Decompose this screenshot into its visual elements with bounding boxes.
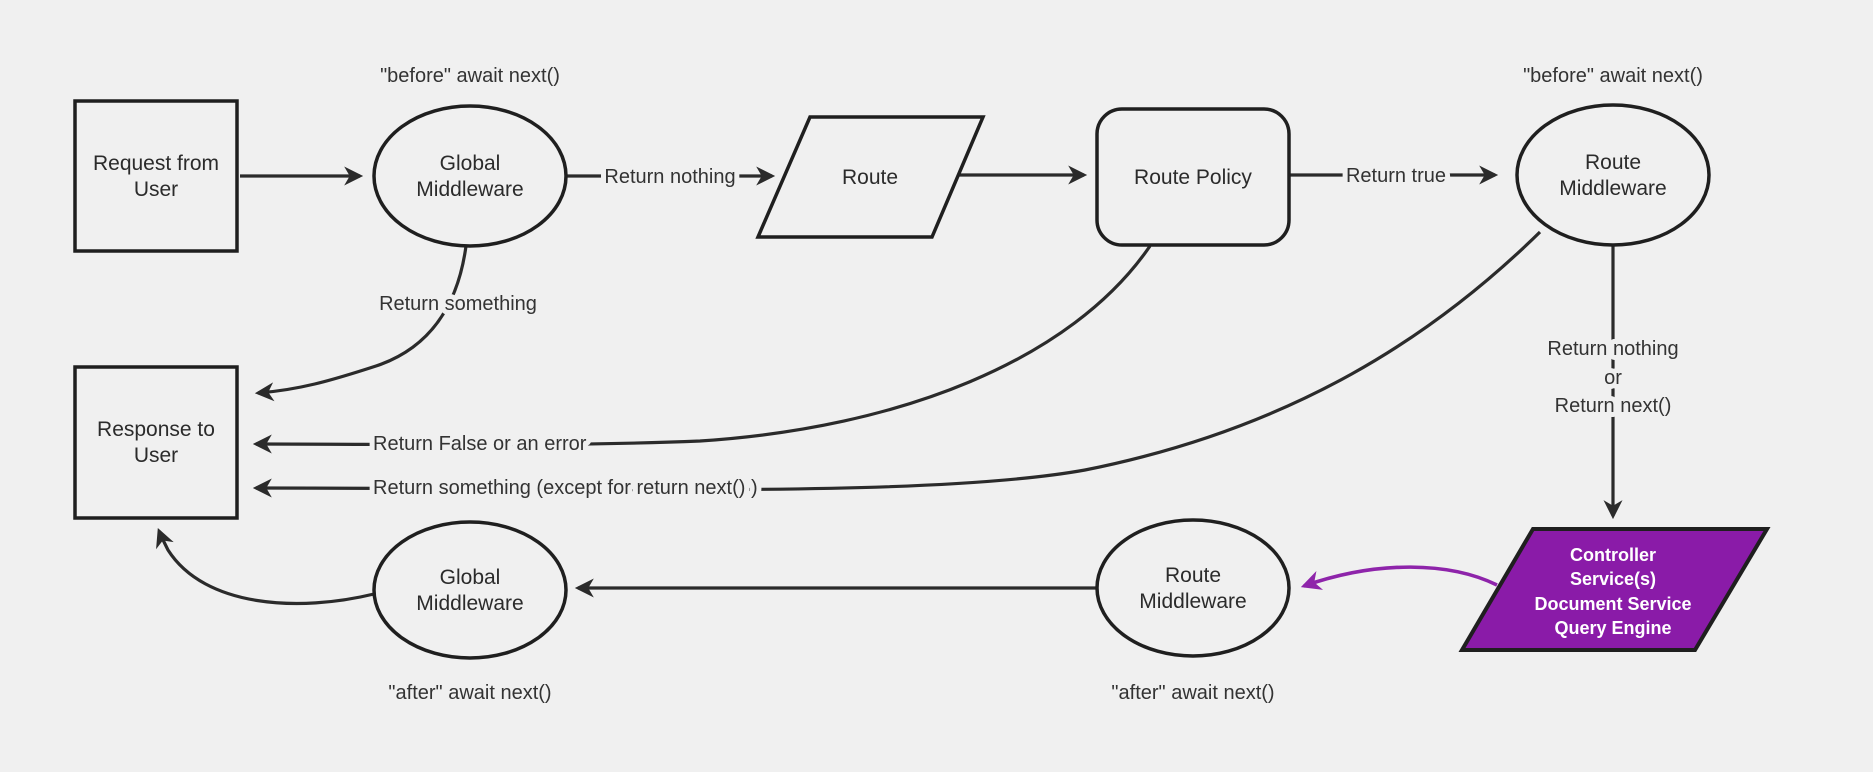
response-box [73, 365, 239, 520]
node-global-middleware-bottom: Global Middleware [372, 520, 568, 660]
node-route-middleware-top: Route Middleware [1515, 103, 1711, 247]
route-middleware-top-line2: Middleware [1559, 177, 1666, 200]
route-parallelogram [755, 115, 986, 239]
request-label-line1: Request from [93, 152, 219, 175]
response-label-line2: User [134, 444, 178, 467]
return-nothing-or-next-line1: Return nothing [1547, 338, 1678, 360]
after-await-next-right-label: "after" await next() [1111, 682, 1274, 704]
global-middleware-top-ellipse [372, 104, 568, 248]
route-policy-box [1095, 107, 1291, 247]
services-parallelogram [1458, 527, 1771, 652]
route-middleware-bottom-line2: Middleware [1139, 590, 1246, 613]
edge-global-mw-return-something [254, 245, 468, 402]
before-await-next-right-label: "before" await next() [1523, 65, 1703, 87]
node-request-from-user: Request from User [73, 99, 239, 253]
edge-route-mw-return-something-except [252, 230, 1542, 498]
route-label: Route [842, 166, 898, 189]
node-route-middleware-bottom: Route Middleware [1095, 518, 1291, 658]
route-middleware-top-ellipse [1515, 103, 1711, 247]
global-middleware-bottom-line1: Global [440, 566, 501, 589]
return-false-or-error-label: Return False or an error [373, 433, 587, 455]
edge-route-policy-return-false [252, 245, 1152, 454]
services-line3: Document Service [1534, 594, 1691, 614]
services-line2: Service(s) [1570, 569, 1656, 589]
return-nothing-or-next-line3: Return next() [1555, 395, 1672, 417]
return-nothing-label: Return nothing [604, 166, 735, 188]
route-middleware-top-line1: Route [1585, 151, 1641, 174]
route-policy-label: Route Policy [1134, 166, 1252, 189]
return-true-label: Return true [1346, 165, 1446, 187]
return-nothing-or-next-line2: or [1604, 367, 1622, 389]
response-label-line1: Response to [97, 418, 215, 441]
global-middleware-top-line2: Middleware [416, 178, 523, 201]
request-box [73, 99, 239, 253]
services-line4: Query Engine [1554, 618, 1671, 638]
node-global-middleware-top: Global Middleware [372, 104, 568, 248]
request-label-line2: User [134, 178, 178, 201]
return-something-except-label: Return something (except for return next… [373, 477, 758, 499]
node-controller-services: Controller Service(s) Document Service Q… [1458, 527, 1771, 652]
edge-global-mw-bottom-to-response [156, 528, 375, 606]
node-route-policy: Route Policy [1095, 107, 1291, 247]
route-middleware-bottom-line1: Route [1165, 564, 1221, 587]
global-middleware-bottom-line2: Middleware [416, 592, 523, 615]
return-something-label: Return something [379, 293, 537, 315]
node-response-to-user: Response to User [73, 365, 239, 520]
global-middleware-bottom-ellipse [372, 520, 568, 660]
node-route: Route [755, 115, 986, 239]
route-middleware-bottom-ellipse [1095, 518, 1291, 658]
before-await-next-left-label: "before" await next() [380, 65, 560, 87]
after-await-next-left-label: "after" await next() [388, 682, 551, 704]
services-line1: Controller [1570, 545, 1656, 565]
edge-services-to-route-mw-bottom [1300, 565, 1498, 590]
global-middleware-top-line1: Global [440, 152, 501, 175]
